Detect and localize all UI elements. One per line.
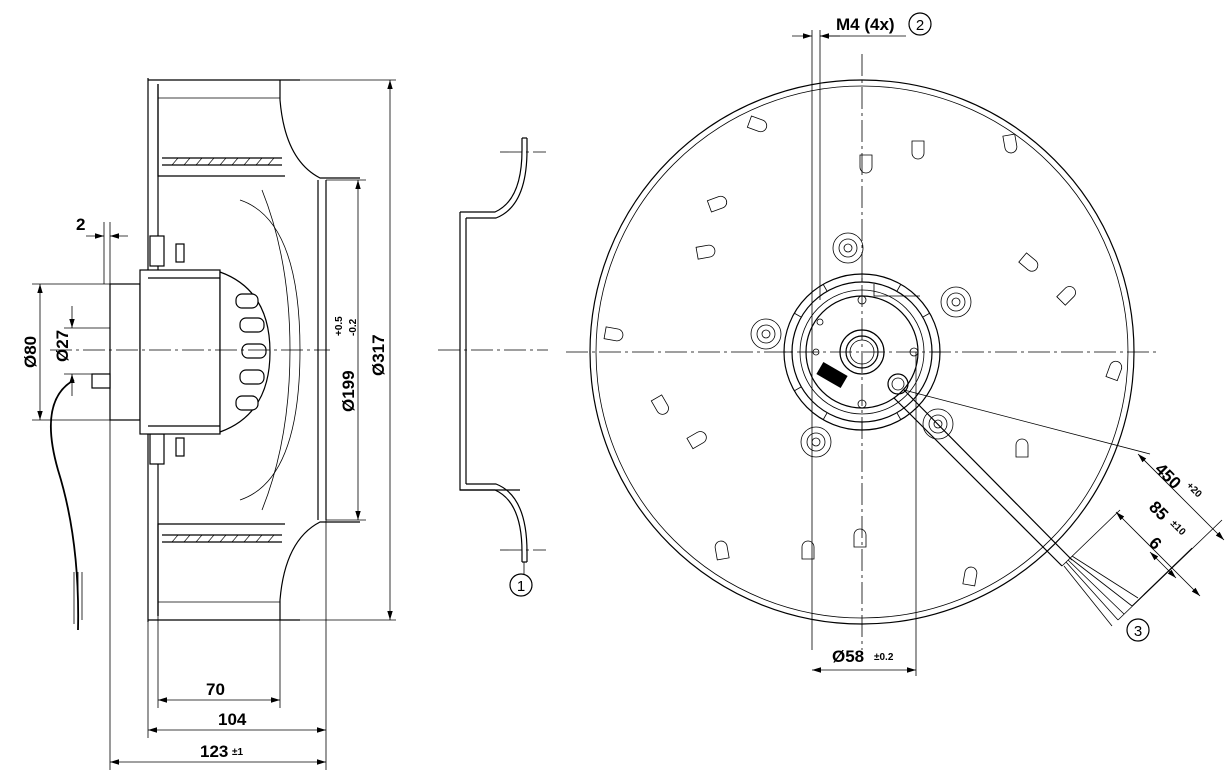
dim-104: 104 [218,710,247,729]
bottom-hatch [171,534,275,543]
dim-6: 6 [1145,533,1165,553]
front-view: M4 (4x) 2 Ø58 ±0.2 450 +20 85 ±10 6 3 [566,12,1225,676]
motor-label-icon [816,361,848,389]
dim-123-tol: ±1 [232,747,243,758]
dim-d80: Ø80 [21,336,40,368]
dim-d27: Ø27 [53,330,72,362]
dim-d58-tol: ±0.2 [874,652,894,663]
blade-outlets [603,115,1123,587]
dim-d317: Ø317 [369,334,388,376]
dim-70: 70 [206,680,225,699]
dim-d199: Ø199 [339,370,358,412]
dim-2: 2 [76,215,85,234]
callout-circle-icon [509,573,533,597]
dim-m4: M4 (4x) [836,15,895,34]
side-view: 2 Ø80 Ø27 Ø199 +0.5 -0.2 Ø317 70 [21,78,396,770]
dim-d199-tol-upper: +0.5 [334,316,345,336]
dim-d58: Ø58 [832,647,864,666]
dim-m4-callout: 2 [916,17,924,34]
callout-circle-icon [1126,618,1150,642]
inlet-ring-view: 1 [438,137,548,597]
cable-callout-3: 3 [1134,623,1142,640]
dim-123: 123 [200,742,228,761]
inlet-callout-1: 1 [517,578,525,595]
rubber-mounts [750,232,972,458]
dim-450: 450 [1151,459,1184,492]
dim-85: 85 [1145,497,1172,524]
top-hatch [171,157,275,166]
dim-d199-tol-lower: -0.2 [348,318,359,336]
callout-circle-icon [908,12,932,36]
dim-450-tol: +20 [1184,480,1204,500]
dim-85-tol: ±10 [1168,518,1188,538]
